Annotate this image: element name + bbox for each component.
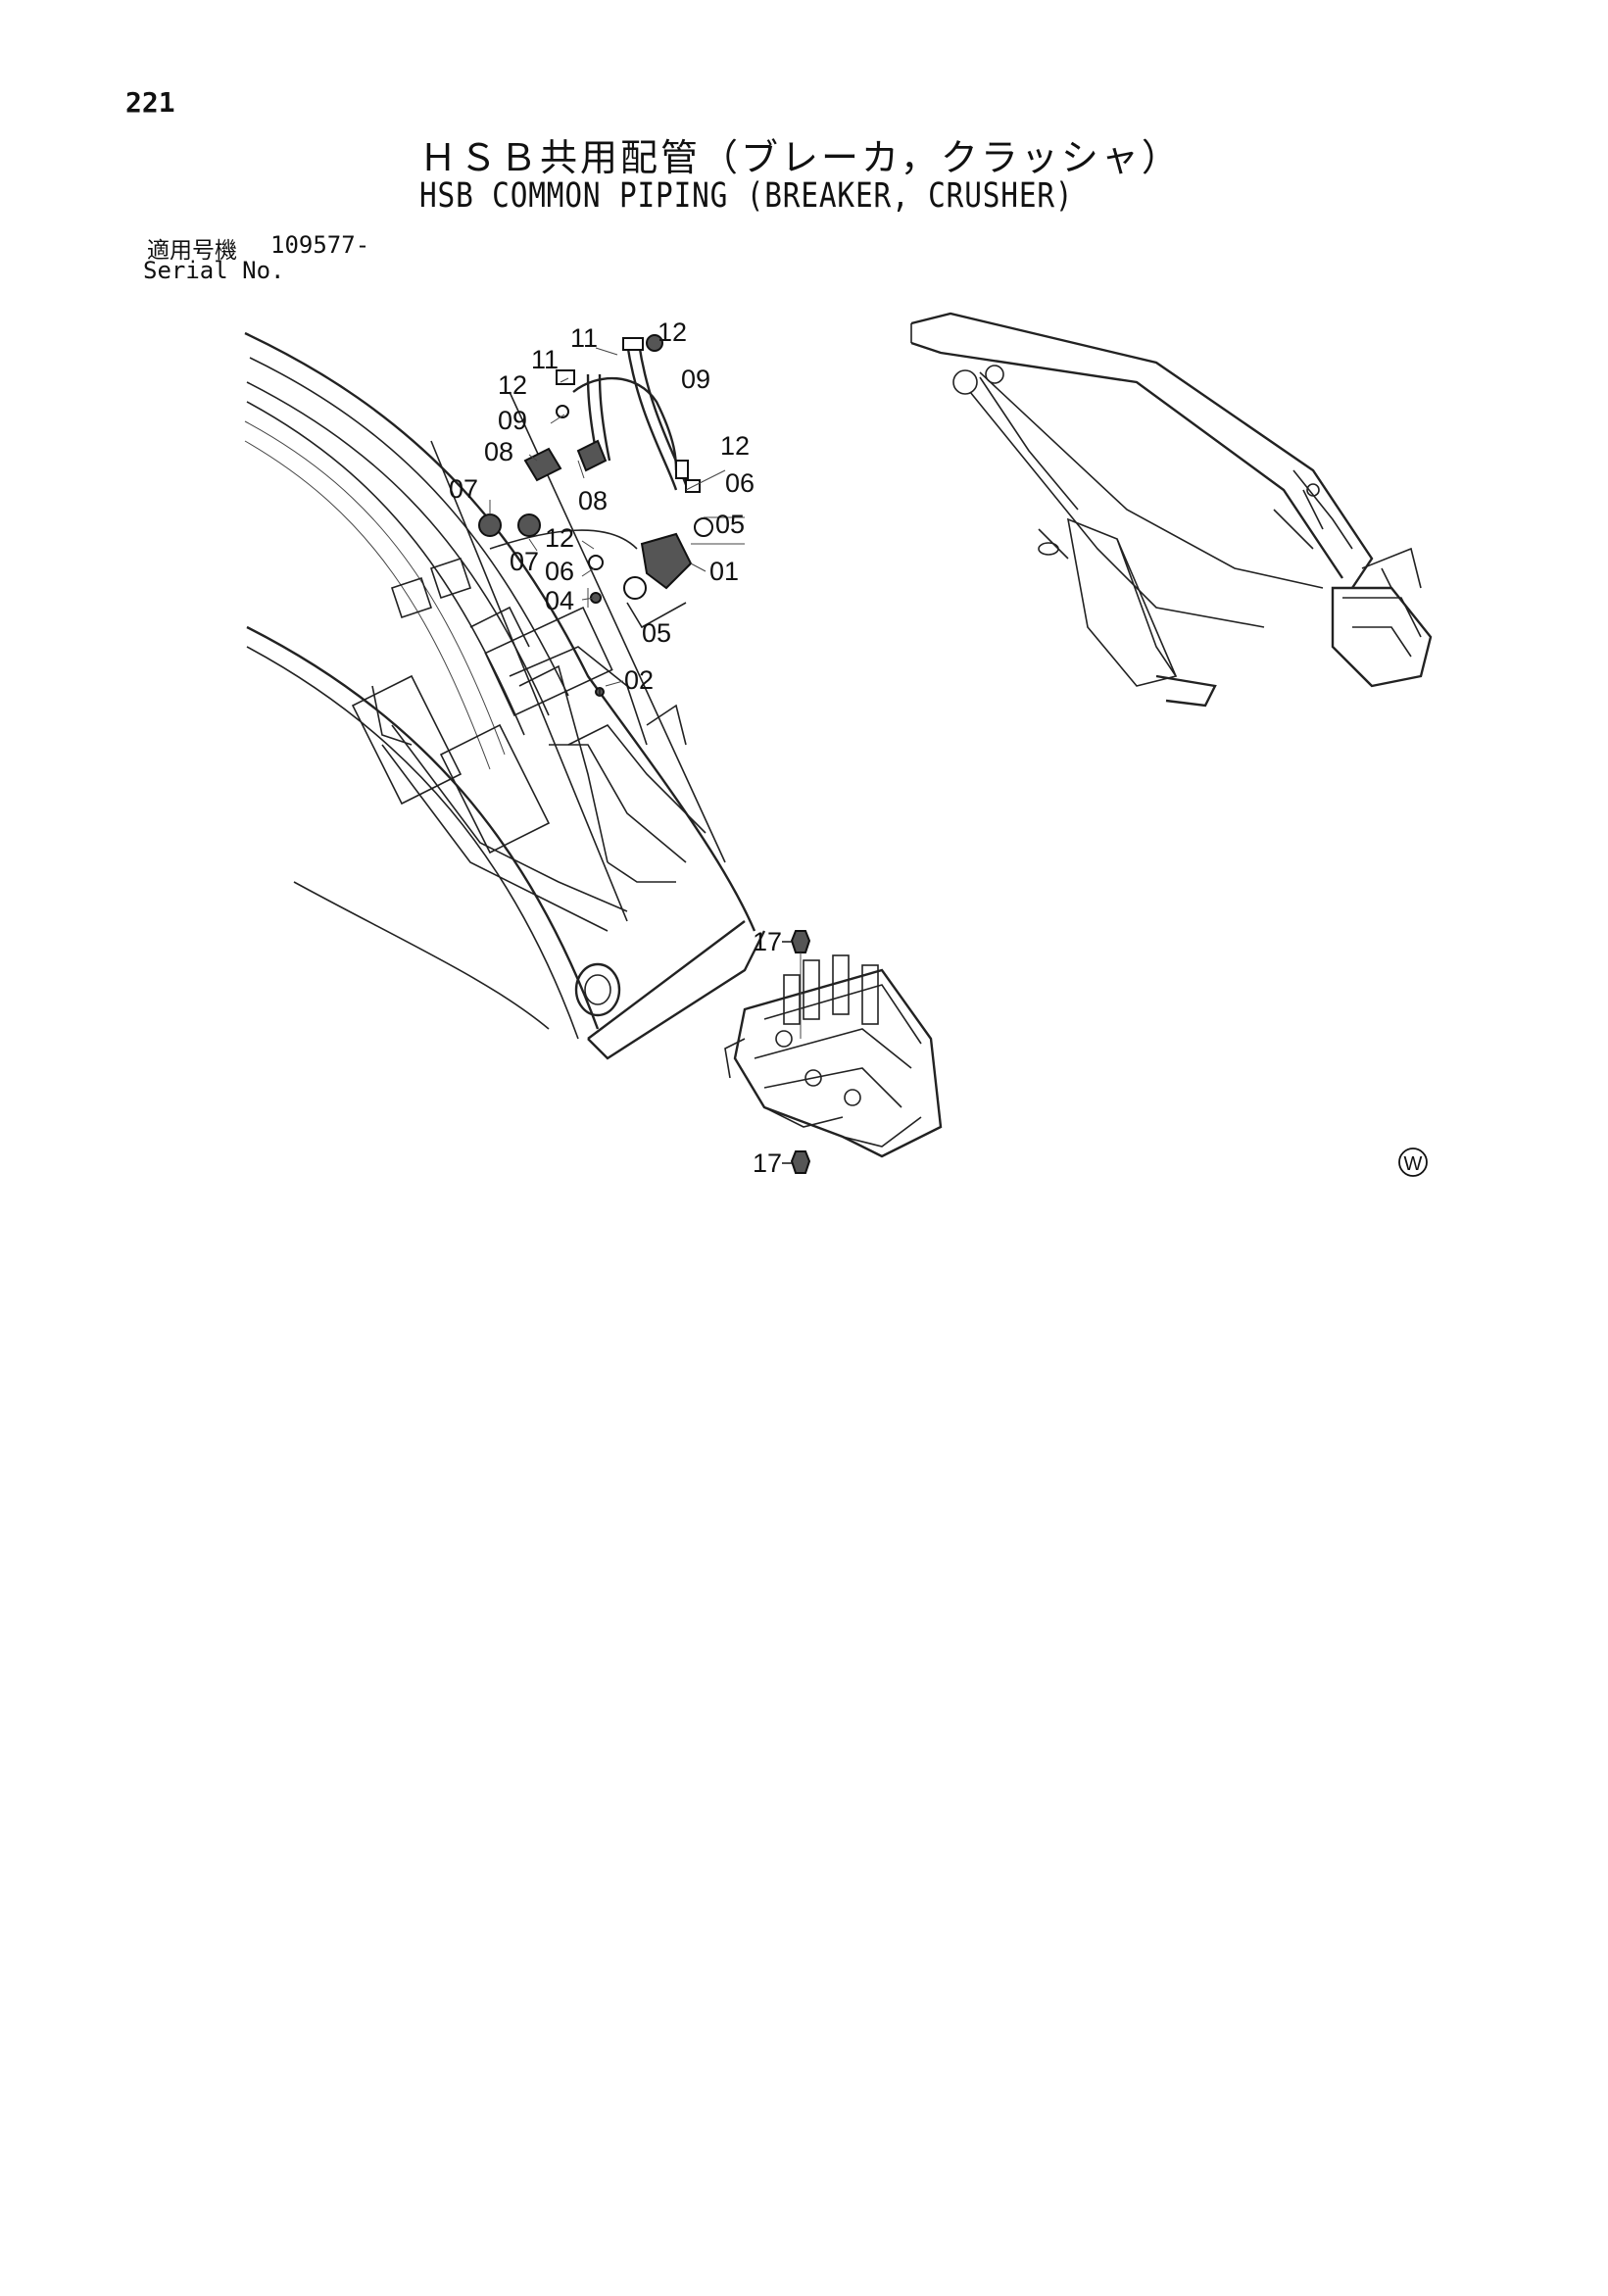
- part-label-06-right: 06: [725, 468, 755, 498]
- leader-lines: [489, 347, 707, 687]
- w-stamp-letter: W: [1404, 1153, 1423, 1175]
- serial-number-value: 109577-: [270, 231, 370, 259]
- part-label-07-center: 07: [510, 547, 539, 576]
- part-label-08-center: 08: [578, 486, 608, 515]
- part-label-05-lower: 05: [642, 618, 671, 648]
- boom-arm-drawing: [244, 331, 766, 1060]
- part-label-12-right: 12: [720, 431, 750, 461]
- part-label-17-lower: 17: [753, 1148, 782, 1178]
- title-english: HSB COMMON PIPING (BREAKER, CRUSHER): [419, 176, 1074, 216]
- part-label-02: 02: [624, 665, 654, 695]
- part-label-12-upper: 12: [658, 318, 687, 347]
- part-label-07-left: 07: [449, 474, 478, 504]
- part-label-09-right: 09: [681, 365, 710, 394]
- part-label-06-center: 06: [545, 557, 574, 586]
- part-label-17-upper: 17: [753, 927, 782, 956]
- serial-label-english: Serial No.: [143, 257, 285, 284]
- part-label-11-lower: 11: [531, 345, 559, 374]
- control-valve-drawing: [724, 930, 943, 1174]
- title-japanese: ＨＳＢ共用配管（ブレーカ，クラッシャ）: [419, 136, 1182, 179]
- part-label-12-left: 12: [498, 370, 527, 400]
- part-label-11-upper: 11: [570, 323, 598, 353]
- serial-label-japanese: 適用号機: [147, 238, 237, 264]
- part-label-04: 04: [545, 586, 574, 615]
- w-stamp: W: [1398, 1148, 1428, 1177]
- part-label-09-left: 09: [498, 406, 527, 435]
- part-label-08-left: 08: [484, 437, 513, 466]
- part-label-12-center: 12: [545, 523, 574, 553]
- page-number: 221: [125, 86, 175, 119]
- part-labels: 11 12 11 09 12 09 08 12 07 06 08 05 07 1…: [449, 318, 782, 1178]
- part-label-05-upper: 05: [715, 510, 745, 539]
- excavator-breaker-drawing: [910, 312, 1433, 708]
- exploded-parts: [478, 334, 745, 697]
- part-label-01: 01: [709, 557, 739, 586]
